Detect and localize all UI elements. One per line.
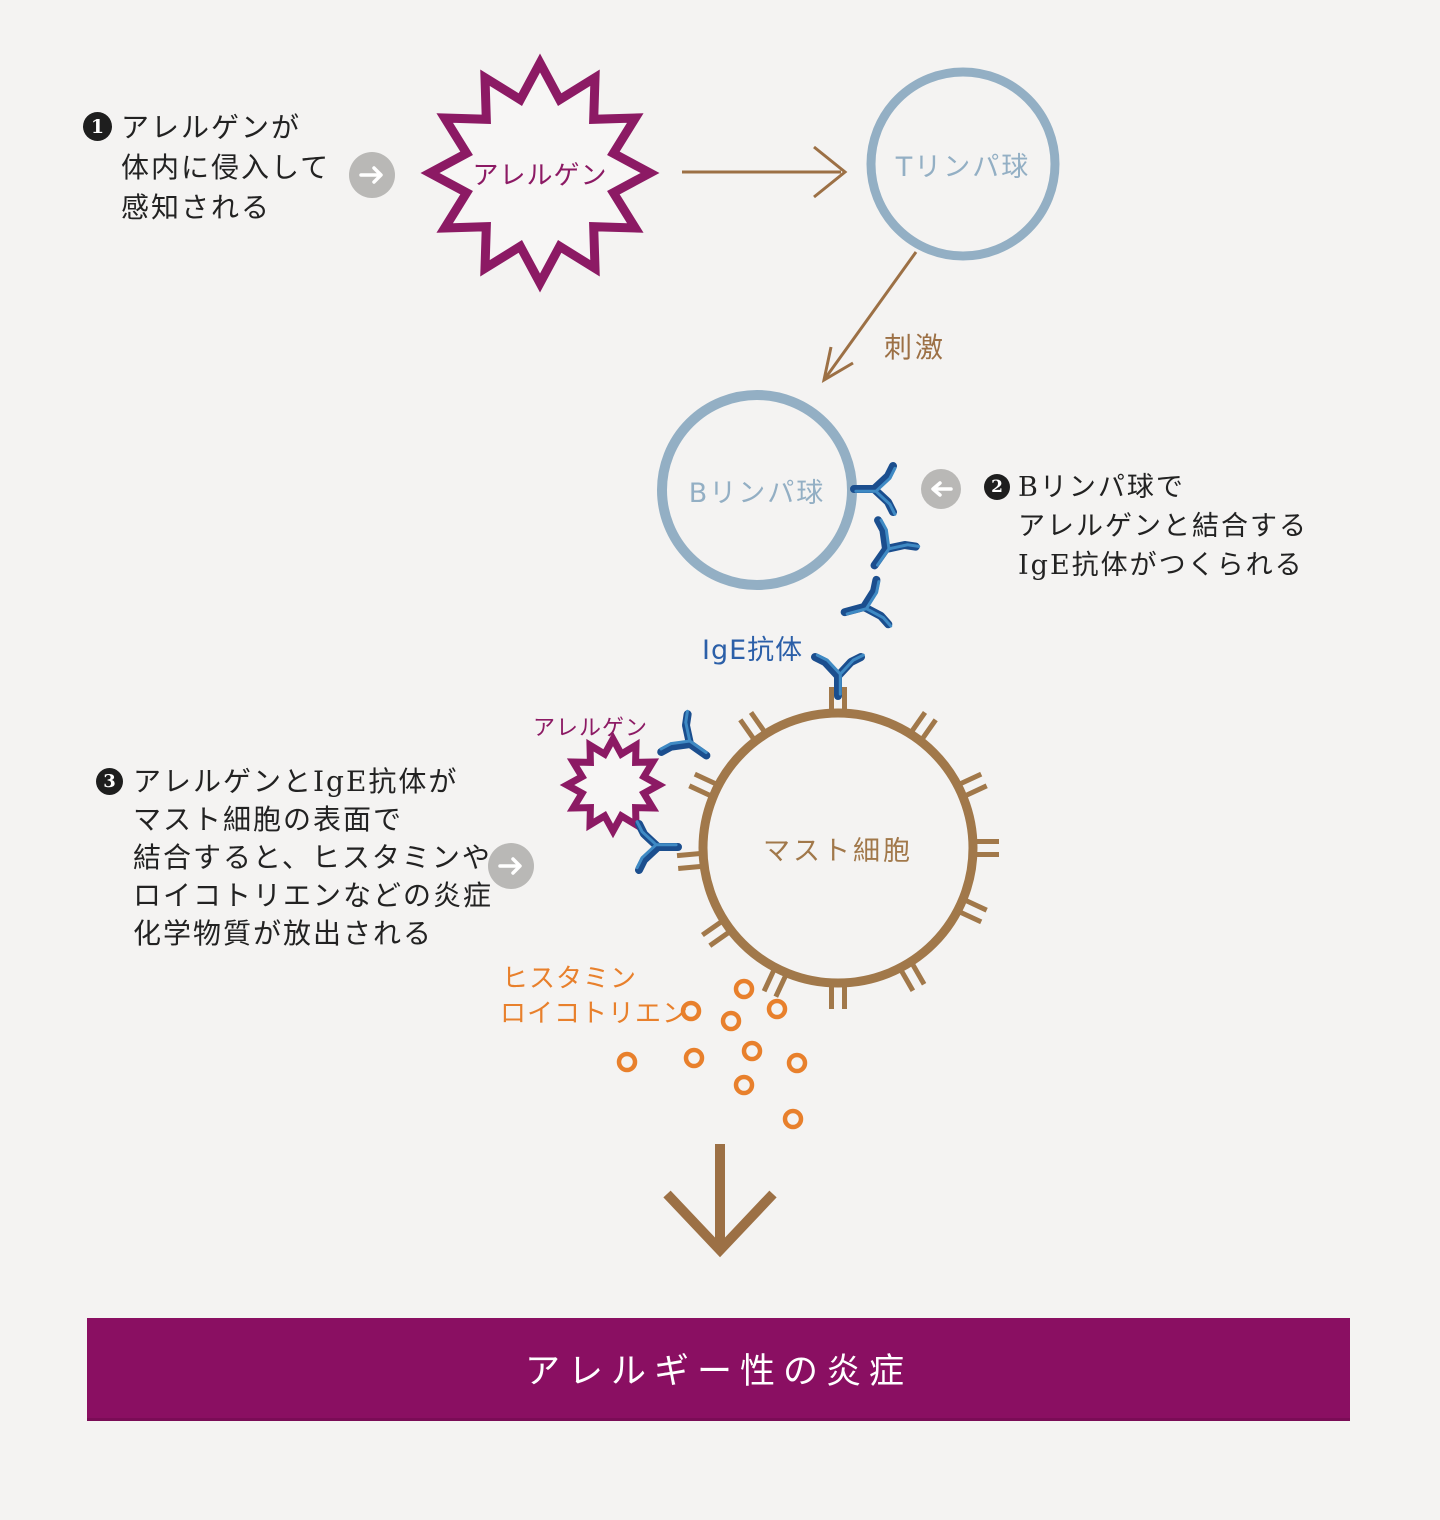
allergen-star-label: アレルゲン	[472, 160, 608, 191]
step3-note: アレルゲンとIgE抗体が マスト細胞の表面で 結合すると、ヒスタミンや ロイコト…	[133, 765, 494, 950]
leukotriene-label: ロイコトリエン	[500, 999, 690, 1029]
t-cell-label: Tリンパ球	[895, 151, 1031, 183]
step3-badge: 3	[96, 768, 123, 795]
step1-badge: 1	[83, 112, 112, 141]
allergen-small-starburst-icon	[559, 731, 667, 839]
stimulus-label: 刺激	[884, 331, 947, 364]
arrow-stimulus-icon	[821, 251, 918, 384]
antibody-icon	[637, 822, 678, 870]
flow-arrow-left-icon	[921, 469, 961, 509]
b-cell-label: Bリンパ球	[688, 477, 826, 509]
step1-note: アレルゲンが 体内に侵入して 感知される	[121, 111, 331, 224]
t-cell-circle	[866, 67, 1060, 261]
antibody-icon	[856, 519, 919, 580]
allergen-small-label: アレルゲン	[533, 716, 649, 741]
histamine-label: ヒスタミン	[502, 964, 638, 994]
flow-arrow-right-2-icon	[488, 843, 534, 889]
ige-label: IgE抗体	[702, 635, 804, 666]
mast-cell-circle	[698, 708, 978, 988]
allergen-starburst-icon	[420, 53, 660, 293]
result-banner-label: アレルギー性の炎症	[524, 1351, 912, 1392]
antibody-icon	[854, 466, 895, 514]
arrow-allergen-to-tcell-icon	[682, 145, 848, 199]
mast-cell-receptors	[676, 687, 999, 1009]
step2-badge: 2	[984, 474, 1010, 500]
antibody-icon	[839, 579, 891, 636]
antibody-icon	[815, 655, 863, 696]
arrow-to-result-icon	[663, 1144, 777, 1258]
result-banner: アレルギー性の炎症	[87, 1318, 1350, 1421]
step2-note: Bリンパ球で アレルゲンと結合する IgE抗体がつくられる	[1018, 472, 1308, 581]
mast-cell-label: マスト細胞	[763, 835, 913, 867]
flow-arrow-right-1-icon	[349, 152, 395, 198]
mediator-particles	[616, 978, 808, 1130]
